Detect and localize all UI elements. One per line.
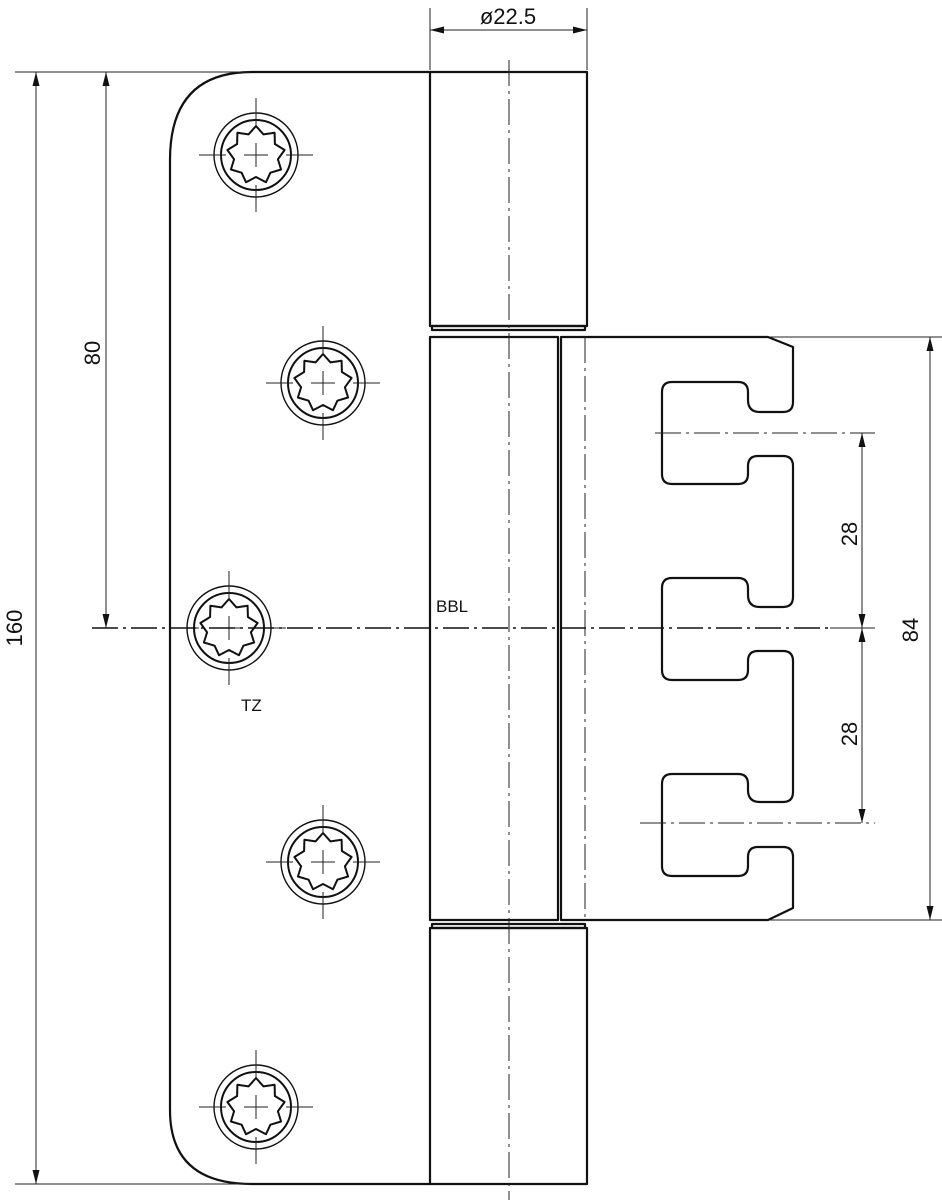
half-height-dimension: 80 (80, 72, 110, 628)
hole-spacing-dimensions: 28 28 (830, 433, 875, 823)
total-height-dimension: 160 (2, 71, 250, 1185)
bbl-label: BBL (436, 597, 468, 616)
screw-5-icon (198, 1049, 314, 1165)
door-leaf-outline (559, 335, 795, 922)
diameter-dimension: ø22.5 (429, 4, 588, 70)
screw-4-icon (265, 804, 381, 920)
diameter-label: ø22.5 (480, 4, 536, 29)
leaf-height-dimension: 84 (770, 336, 942, 921)
screw-2-icon (265, 325, 381, 441)
tz-label: TZ (241, 696, 262, 715)
total-height-label: 160 (2, 610, 27, 647)
hole-spacing-upper-label: 28 (837, 522, 862, 546)
frame-leaf-outline (168, 70, 430, 1186)
screw-1-icon (198, 97, 314, 213)
half-height-label: 80 (80, 341, 105, 365)
leaf-height-label: 84 (898, 618, 923, 642)
hole-spacing-lower-label: 28 (837, 722, 862, 746)
